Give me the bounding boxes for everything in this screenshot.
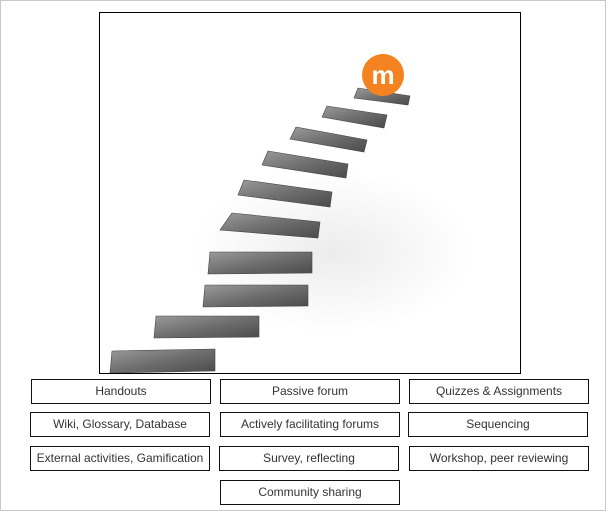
actively-facilitating-forums-button[interactable]: Actively facilitating forums bbox=[220, 412, 400, 437]
community-sharing-button[interactable]: Community sharing bbox=[220, 480, 400, 505]
steps bbox=[109, 87, 411, 373]
step-7 bbox=[261, 150, 349, 179]
step-4 bbox=[207, 251, 313, 275]
step-1 bbox=[109, 348, 216, 373]
survey-reflecting-button[interactable]: Survey, reflecting bbox=[219, 446, 399, 471]
staircase-image: m bbox=[99, 12, 521, 374]
wiki-glossary-database-button[interactable]: Wiki, Glossary, Database bbox=[30, 412, 210, 437]
step-6 bbox=[237, 179, 333, 208]
workshop-peer-reviewing-button[interactable]: Workshop, peer reviewing bbox=[409, 446, 589, 471]
quizzes-assignments-button[interactable]: Quizzes & Assignments bbox=[409, 379, 589, 404]
sequencing-button[interactable]: Sequencing bbox=[408, 412, 588, 437]
passive-forum-button[interactable]: Passive forum bbox=[220, 379, 400, 404]
step-3 bbox=[202, 284, 309, 308]
staircase-illustration: m bbox=[109, 54, 472, 373]
step-8 bbox=[289, 126, 368, 153]
external-activities-gamification-button[interactable]: External activities, Gamification bbox=[30, 446, 210, 471]
svg-text:m: m bbox=[371, 60, 394, 90]
step-9 bbox=[321, 105, 388, 129]
step-2 bbox=[153, 315, 260, 339]
handouts-button[interactable]: Handouts bbox=[31, 379, 211, 404]
step-5 bbox=[219, 212, 321, 239]
moodle-logo-icon: m bbox=[362, 54, 404, 96]
